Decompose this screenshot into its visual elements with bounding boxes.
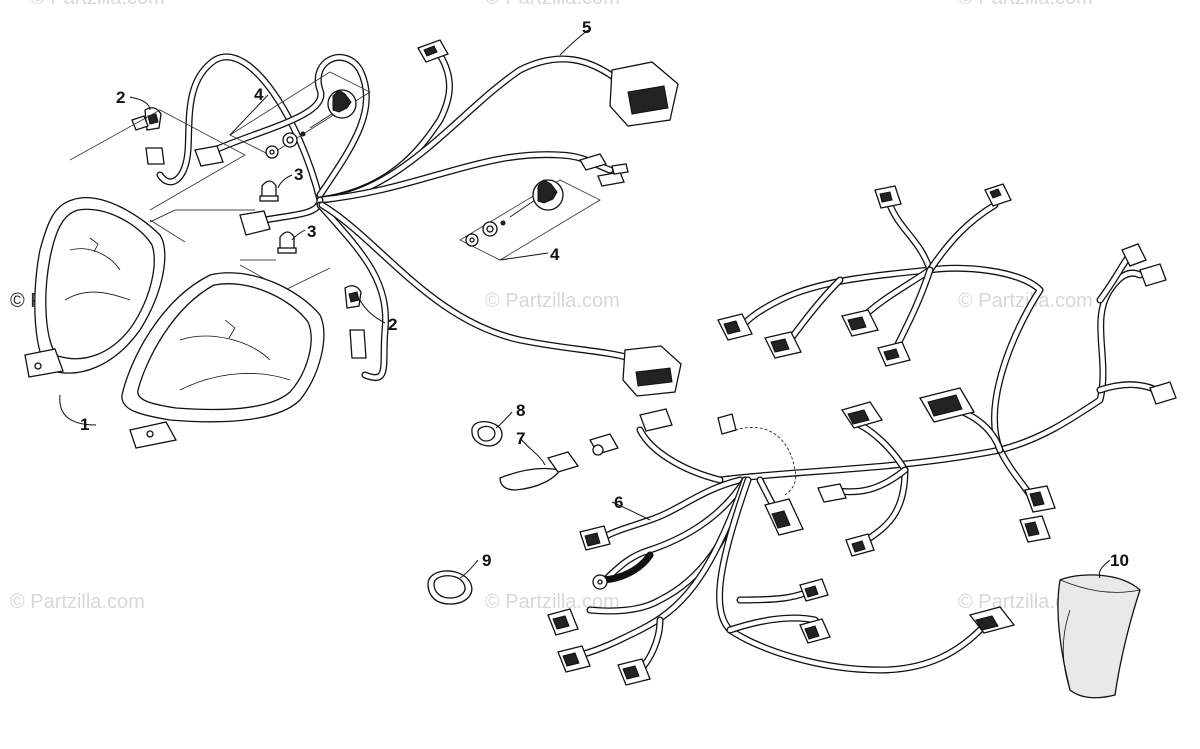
main-harness-connectors (547, 183, 1177, 686)
connector-bulb-plug (145, 145, 367, 359)
callout-leaders (59, 29, 1111, 579)
adjuster-kit-lower (459, 179, 601, 261)
connector-top-left-pair (874, 183, 1012, 209)
connector-spade-pair (579, 153, 629, 187)
connector-cluster-lower-left (547, 525, 651, 686)
adjuster-kit-upper (229, 71, 371, 159)
callout-label: 9 (482, 551, 491, 570)
connector-cluster-middle (840, 387, 1056, 543)
callout-labels: 1 2 2 3 3 4 4 5 6 7 8 9 10 (80, 18, 1129, 570)
callout-label: 4 (254, 85, 264, 104)
connector-top (417, 39, 449, 63)
watermark: © Partzilla.com (485, 591, 620, 613)
connector-cluster-lower-right (799, 578, 1016, 644)
callout-label: 3 (307, 222, 316, 241)
headlight-right (121, 272, 325, 449)
callout-label: 2 (116, 88, 125, 107)
callout-label: 4 (550, 245, 560, 264)
callout-label: 5 (582, 18, 591, 37)
sleeve (1057, 574, 1141, 699)
callout-label: 2 (388, 315, 397, 334)
headlight-harness-connectors (145, 39, 682, 397)
connector-lower-plug (622, 345, 682, 397)
connector-main-plug (609, 61, 679, 127)
watermark: © Partzilla.com (30, 0, 165, 9)
callout-label: 3 (294, 165, 303, 184)
connector-cluster-upper (717, 309, 911, 367)
clamp-upper (471, 421, 503, 447)
headlight-left (24, 197, 166, 378)
fuse-holder (499, 451, 580, 491)
watermark: © Partzilla.com (485, 0, 620, 9)
callout-label: 1 (80, 415, 89, 434)
bulb-socket-left (131, 107, 162, 131)
bulb-upper (149, 180, 279, 223)
headlight-harness-wires (156, 51, 634, 382)
callout-label: 10 (1110, 551, 1129, 570)
callout-label: 7 (516, 429, 525, 448)
watermark: © Partzilla.com (958, 290, 1093, 312)
watermark: © Partzilla.com (10, 591, 145, 613)
bulb-socket-right (344, 285, 362, 309)
connector-right-edge (1121, 243, 1177, 405)
callout-label: 8 (516, 401, 525, 420)
connector-cluster-center (589, 408, 875, 557)
bulb-lower (240, 231, 297, 261)
watermark: © Partzilla.com (485, 290, 620, 312)
callout-label: 6 (614, 493, 623, 512)
clamp-lower (427, 570, 473, 605)
watermark: © Partzilla.com (958, 0, 1093, 9)
